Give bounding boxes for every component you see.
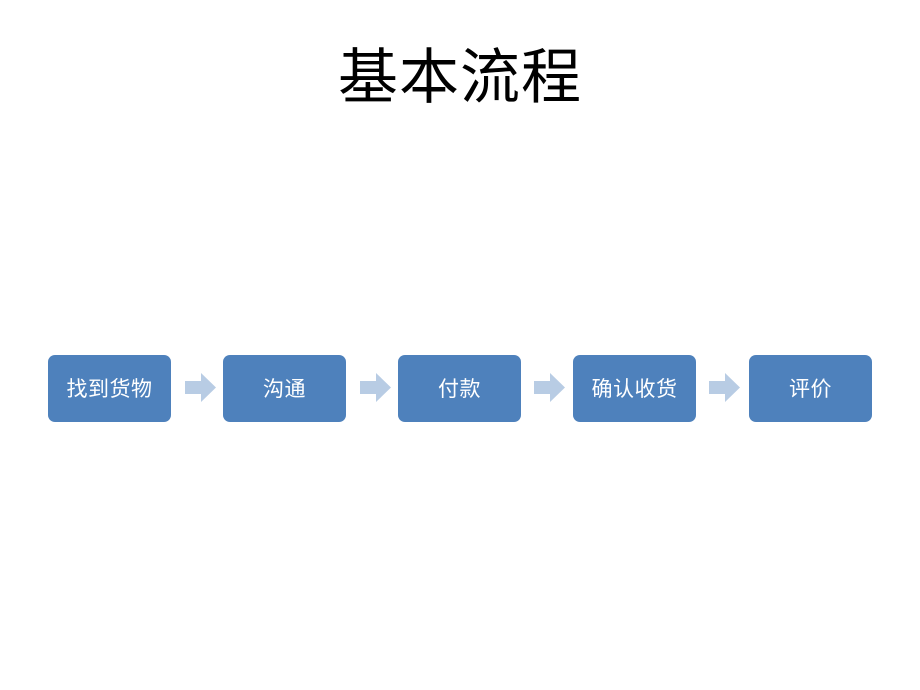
arrow-right-icon-2 [360, 372, 391, 403]
arrow-right-icon-3 [534, 372, 565, 403]
flow-step-1[interactable]: 找到货物 [48, 355, 171, 422]
flow-step-5[interactable]: 评价 [749, 355, 872, 422]
flow-step-4[interactable]: 确认收货 [573, 355, 696, 422]
flow-step-label: 付款 [438, 376, 481, 401]
flow-step-label: 沟通 [263, 376, 306, 401]
flow-step-label: 确认收货 [591, 376, 678, 401]
arrow-right-icon-1 [185, 372, 216, 403]
flow-step-2[interactable]: 沟通 [223, 355, 346, 422]
flow-step-3[interactable]: 付款 [398, 355, 521, 422]
page-title: 基本流程 [338, 45, 582, 111]
flow-step-label: 找到货物 [66, 376, 153, 401]
process-flow-diagram: 找到货物 沟通 付款 确认收货 [0, 355, 920, 425]
flow-step-label: 评价 [789, 376, 832, 401]
arrow-right-icon-4 [709, 372, 740, 403]
